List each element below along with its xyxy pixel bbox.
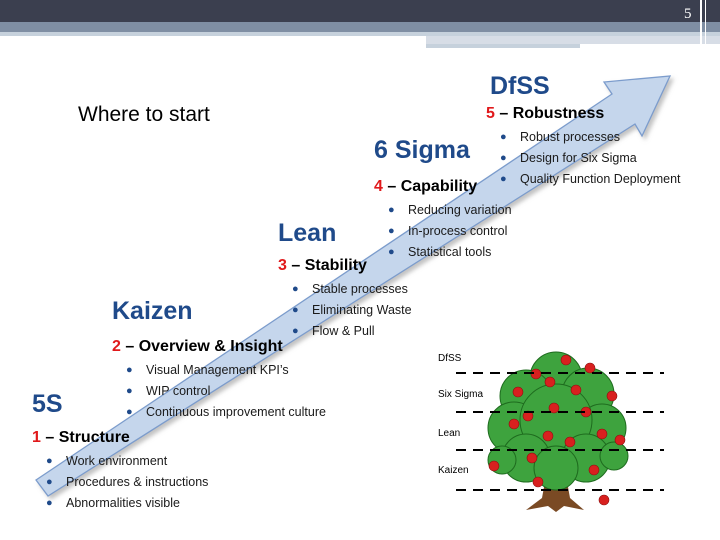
bullet-dot-icon: ● (388, 242, 395, 263)
list-item: ● Visual Management KPI’s (122, 360, 326, 381)
bullet-text: Abnormalities visible (66, 496, 180, 510)
bullet-dot-icon: ● (388, 221, 395, 242)
apple-tree-illustration (430, 348, 670, 520)
stage-title-kaizen: Kaizen (112, 297, 193, 326)
list-item: ● Stable processes (288, 279, 412, 300)
step-name: – Structure (41, 429, 130, 446)
list-item: ● Design for Six Sigma (496, 148, 681, 169)
list-item: ● Flow & Pull (288, 321, 412, 342)
bullet-text: Work environment (66, 454, 167, 468)
stage-bullets-6-sigma: ●Reducing variation ●In-process control … (384, 200, 512, 263)
bullet-text: Visual Management KPI’s (146, 363, 289, 377)
step-heading-robustness: 5 – Robustness (486, 105, 604, 123)
bullet-dot-icon: ● (292, 279, 299, 300)
bullet-dot-icon: ● (500, 127, 507, 148)
stage-title-6-sigma: 6 Sigma (374, 136, 470, 165)
list-item: ● Quality Function Deployment (496, 169, 681, 190)
step-name: – Overview & Insight (121, 338, 283, 355)
step-heading-overview-insight: 2 – Overview & Insight (112, 338, 283, 356)
stage-title-lean: Lean (278, 219, 336, 248)
bullet-text: Procedures & instructions (66, 475, 208, 489)
bullet-dot-icon: ● (46, 451, 53, 472)
list-item: ● Reducing variation (384, 200, 512, 221)
step-number: 5 (486, 105, 495, 122)
step-number: 2 (112, 338, 121, 355)
step-name: – Stability (287, 257, 367, 274)
step-number: 3 (278, 257, 287, 274)
bullet-text: Statistical tools (408, 245, 491, 259)
bullet-text: In-process control (408, 224, 507, 238)
stage-title-dfss: DfSS (490, 72, 550, 101)
bullet-text: Design for Six Sigma (520, 151, 637, 165)
list-item: ● Continuous improvement culture (122, 402, 326, 423)
bullet-text: Robust processes (520, 130, 620, 144)
list-item: ● Work environment (42, 451, 208, 472)
list-item: ● WIP control (122, 381, 326, 402)
list-item: ● Statistical tools (384, 242, 512, 263)
bullet-dot-icon: ● (126, 402, 133, 423)
bullet-text: Reducing variation (408, 203, 512, 217)
step-number: 1 (32, 429, 41, 446)
bullet-text: Stable processes (312, 282, 408, 296)
bullet-text: Continuous improvement culture (146, 405, 326, 419)
bullet-dot-icon: ● (388, 200, 395, 221)
where-to-start-heading: Where to start (78, 103, 210, 127)
step-name: – Robustness (495, 105, 604, 122)
list-item: ● Robust processes (496, 127, 681, 148)
bullet-dot-icon: ● (46, 472, 53, 493)
stage-bullets-lean: ● Stable processes ● Eliminating Waste ● Fl… (288, 279, 412, 342)
list-item: ● Eliminating Waste (288, 300, 412, 321)
bullet-dot-icon: ● (46, 493, 53, 514)
bullet-text: WIP control (146, 384, 210, 398)
step-heading-structure: 1 – Structure (32, 429, 130, 447)
list-item: ● In-process control (384, 221, 512, 242)
stage-bullets-kaizen: ● Visual Management KPI’s ● WIP control ● C… (122, 360, 326, 423)
tree-level-label-dfss: DfSS (438, 353, 461, 364)
bullet-dot-icon: ● (500, 169, 507, 190)
bullet-dot-icon: ● (126, 360, 133, 381)
step-name: – Capability (383, 178, 477, 195)
step-heading-capability: 4 – Capability (374, 178, 477, 196)
list-item: ● Procedures & instructions (42, 472, 208, 493)
bullet-dot-icon: ● (500, 148, 507, 169)
bullet-dot-icon: ● (126, 381, 133, 402)
bullet-text: Eliminating Waste (312, 303, 412, 317)
bullet-dot-icon: ● (292, 321, 299, 342)
tree-level-label-lean: Lean (438, 428, 460, 439)
stage-bullets-5s: ● Work environment ● Procedures & instruct… (42, 451, 208, 514)
bullet-text: Quality Function Deployment (520, 172, 681, 186)
bullet-text: Flow & Pull (312, 324, 375, 338)
list-item: ● Abnormalities visible (42, 493, 208, 514)
tree-level-label-kaizen: Kaizen (438, 465, 469, 476)
step-heading-stability: 3 – Stability (278, 257, 367, 275)
step-number: 4 (374, 178, 383, 195)
stage-title-5s: 5S (32, 390, 63, 419)
bullet-dot-icon: ● (292, 300, 299, 321)
tree-level-label-six-sigma: Six Sigma (438, 389, 483, 400)
stage-bullets-dfss: ●Robust processes ●Design for Six Sigma … (496, 127, 681, 190)
